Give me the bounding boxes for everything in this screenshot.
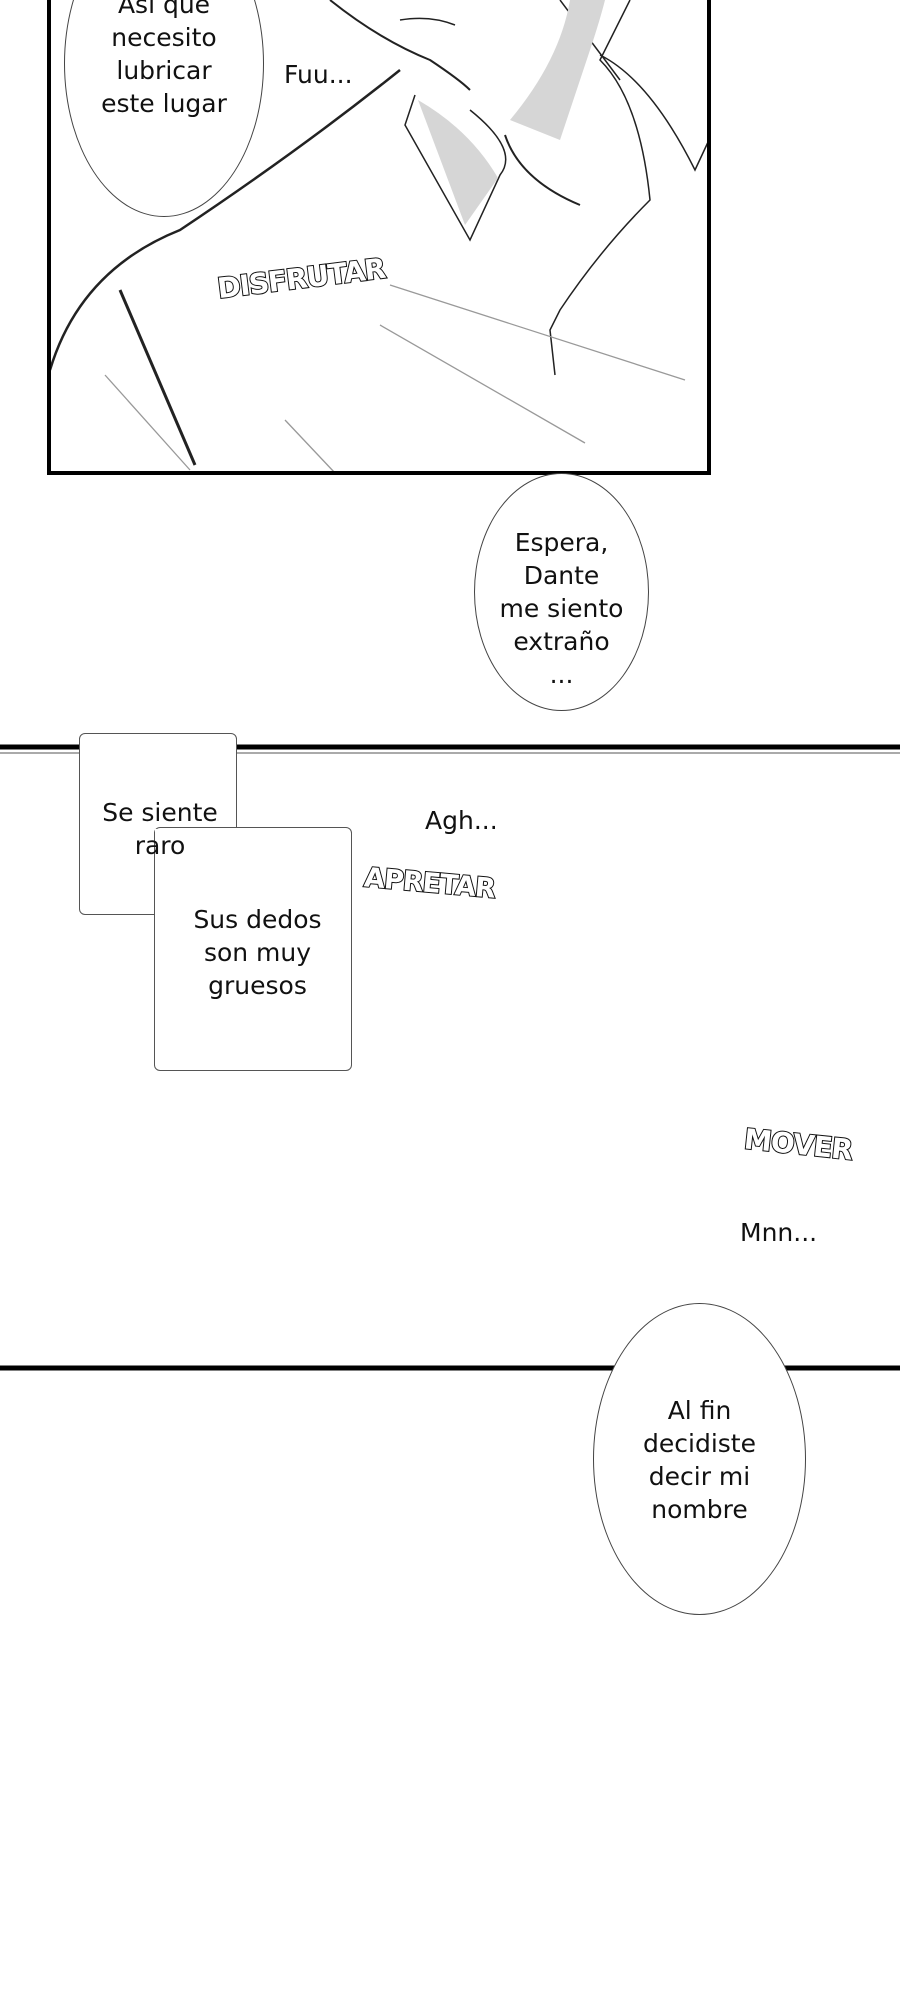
- speech-line: Espera,: [514, 528, 609, 557]
- speech-text: Al fin decidiste decir mi nombre: [593, 1394, 806, 1526]
- speech-line: lubricar: [116, 56, 212, 85]
- speech-line: Al fin: [667, 1396, 732, 1425]
- speech-line: ...: [549, 660, 574, 689]
- moan-text: Mnn...: [740, 1218, 818, 1247]
- speech-line: me siento: [499, 594, 624, 623]
- speech-bubble: [593, 1303, 806, 1615]
- narration-line: Se siente: [102, 798, 218, 827]
- moan-text: Agh...: [425, 806, 498, 835]
- whisper-text: Fuu...: [284, 60, 353, 89]
- speech-line: Dante: [523, 561, 600, 590]
- panel1-frame: [47, 0, 711, 475]
- speech-line: este lugar: [101, 89, 227, 118]
- speech-line: Así que: [117, 0, 211, 19]
- narration-text: Sus dedos son muy gruesos: [160, 903, 355, 1002]
- speech-bubble: [474, 473, 649, 711]
- narration-line: raro: [134, 831, 186, 860]
- narration-text: Se siente raro: [80, 796, 240, 862]
- narration-line: gruesos: [208, 971, 307, 1000]
- speech-line: necesito: [111, 23, 217, 52]
- narration-line: son muy: [203, 938, 312, 967]
- speech-line: decir mi: [648, 1462, 751, 1491]
- speech-line: extraño: [513, 627, 610, 656]
- speech-line: nombre: [651, 1495, 748, 1524]
- speech-text: Espera, Dante me siento extraño ...: [474, 526, 649, 691]
- narration-line: Sus dedos: [193, 905, 322, 934]
- speech-text: Así que necesito lubricar este lugar: [64, 0, 264, 120]
- speech-line: decidiste: [643, 1429, 756, 1458]
